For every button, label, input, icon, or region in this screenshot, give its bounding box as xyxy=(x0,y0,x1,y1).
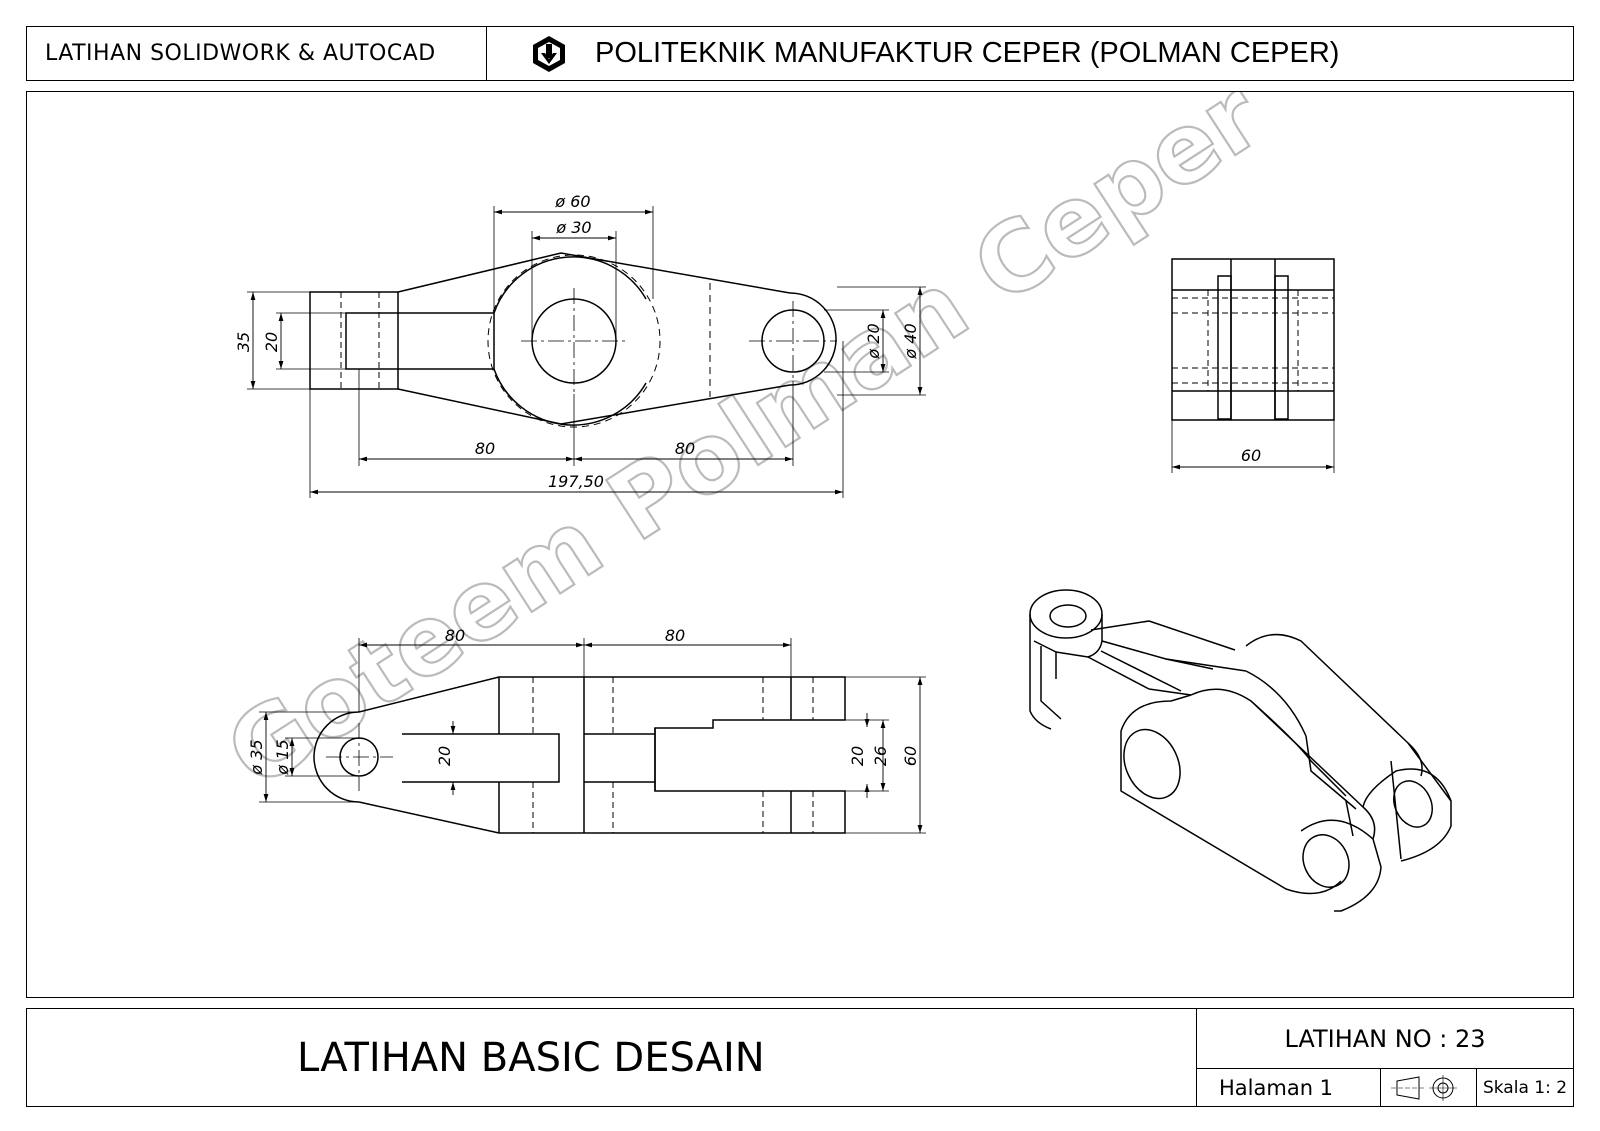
top-view-dimensions: ø 60 ø 30 35 20 ø 20 ø 40 80 80 197,50 xyxy=(234,192,920,491)
front-view-dimensions: 80 80 ø 35 ø 15 20 20 26 60 xyxy=(247,626,920,776)
dim-d30: ø 30 xyxy=(555,218,591,237)
dim-d20: ø 20 xyxy=(864,323,883,359)
isometric-view xyxy=(1029,589,1452,912)
dim-d60: ø 60 xyxy=(554,192,590,211)
scale-label: Skala 1: 2 xyxy=(1482,1077,1568,1098)
dim-total: 197,50 xyxy=(548,472,604,491)
page-label: Halaman 1 xyxy=(1197,1069,1381,1106)
dim-side-w60: 60 xyxy=(1241,446,1261,465)
dim-f-r26: 26 xyxy=(871,746,890,766)
top-view xyxy=(247,206,926,498)
dim-l80b: 80 xyxy=(675,439,695,458)
dim-d40: ø 40 xyxy=(901,323,920,359)
first-angle-projection-icon xyxy=(1391,1075,1457,1101)
title-header: LATIHAN SOLIDWORK & AUTOCAD POLITEKNIK M… xyxy=(26,26,1574,81)
exercise-number: LATIHAN NO : 23 xyxy=(1197,1009,1573,1069)
dim-f-l80a: 80 xyxy=(445,626,465,645)
watermark: Goteem Polman Ceper xyxy=(206,92,1282,811)
front-view xyxy=(259,638,926,834)
dim-f-h20: 20 xyxy=(435,746,454,766)
technical-drawing: Goteem Polman Ceper xyxy=(206,92,1452,912)
dim-f-d15: ø 15 xyxy=(273,739,292,775)
dim-f-d35: ø 35 xyxy=(247,739,266,775)
institution-cell: POLITEKNIK MANUFAKTUR CEPER (POLMAN CEPE… xyxy=(487,27,1573,80)
dim-f-l80b: 80 xyxy=(665,626,685,645)
course-label: LATIHAN SOLIDWORK & AUTOCAD xyxy=(27,27,487,80)
dim-h20: 20 xyxy=(262,332,281,352)
svg-text:Goteem Polman Ceper: Goteem Polman Ceper xyxy=(208,92,1282,810)
drawing-title: LATIHAN BASIC DESAIN xyxy=(27,1009,1197,1106)
dim-l80a: 80 xyxy=(475,439,495,458)
side-view xyxy=(1171,258,1335,473)
drawing-sheet: Goteem Polman Ceper xyxy=(26,91,1574,998)
title-block: LATIHAN BASIC DESAIN LATIHAN NO : 23 Hal… xyxy=(26,1008,1574,1107)
dim-f-r20: 20 xyxy=(848,746,867,766)
institution-name: POLITEKNIK MANUFAKTUR CEPER (POLMAN CEPE… xyxy=(595,37,1340,69)
projection-cell xyxy=(1381,1069,1477,1106)
dim-h35: 35 xyxy=(234,332,253,352)
dim-f-r60: 60 xyxy=(901,746,920,766)
polman-logo-icon xyxy=(533,35,565,72)
